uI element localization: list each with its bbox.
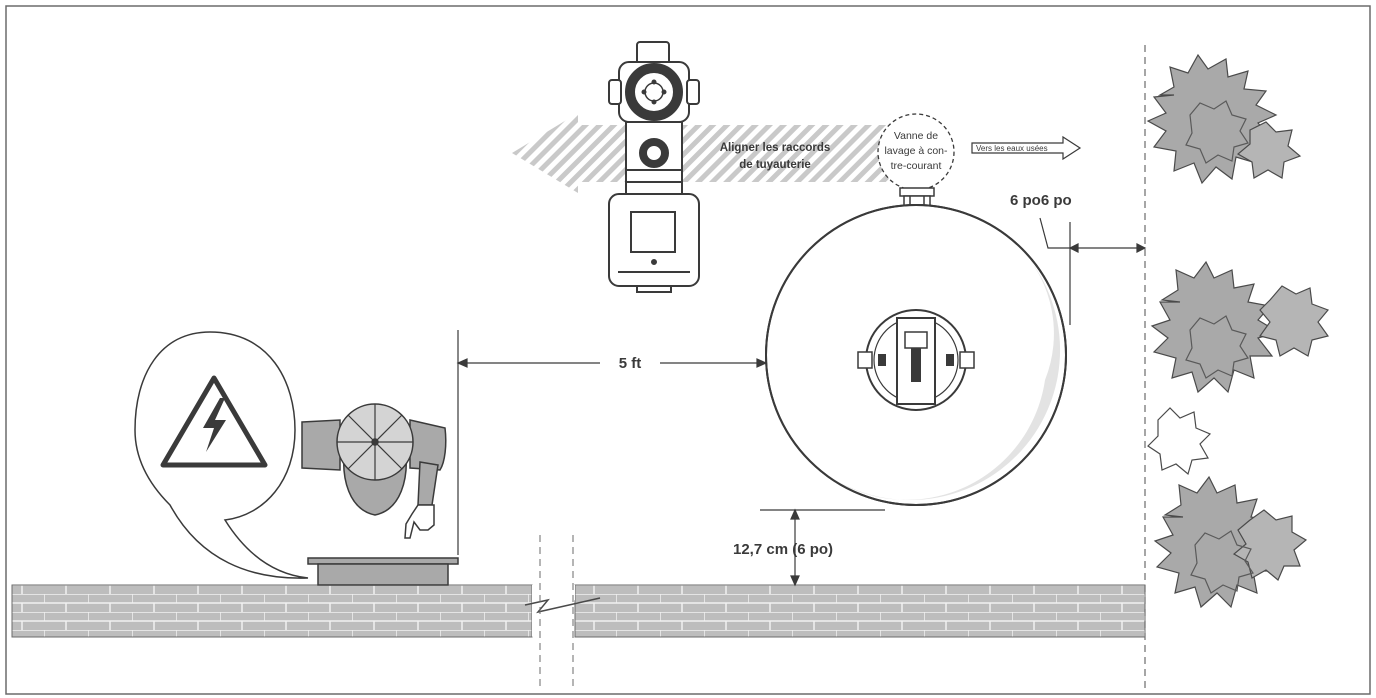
hazard-speech-bubble bbox=[134, 331, 309, 579]
brick-wall bbox=[11, 535, 1146, 690]
align-pipes-label-line1: Aligner les raccords bbox=[720, 142, 831, 154]
pointing-hand-icon bbox=[404, 504, 435, 539]
pipe-alignment-arrow bbox=[512, 113, 890, 193]
person-icon bbox=[301, 403, 447, 539]
outlet-distance-dimension bbox=[456, 330, 768, 555]
to-waste-arrow bbox=[971, 135, 1082, 161]
shrub-icon bbox=[1147, 260, 1330, 476]
wall-break-symbol bbox=[524, 597, 601, 614]
wall-clearance-label: 12,7 cm (6 po) bbox=[733, 541, 833, 558]
align-pipes-label-line2: de tuyauterie bbox=[739, 159, 811, 171]
shrub-icon bbox=[1146, 53, 1302, 185]
backwash-valve-label-line3: tre-courant bbox=[891, 160, 942, 172]
backwash-valve-label-line2: lavage à con- bbox=[884, 145, 948, 157]
diagram-frame bbox=[5, 5, 1371, 695]
fence-clearance-dimension bbox=[1039, 217, 1147, 325]
shrub-icon bbox=[1153, 475, 1308, 609]
to-waste-label: Vers les eaux usées bbox=[976, 144, 1048, 153]
filter-tank-icon bbox=[765, 204, 1067, 506]
outlet-box bbox=[307, 557, 459, 586]
outlet-distance-label: 5 ft bbox=[619, 355, 642, 372]
electrical-hazard-icon bbox=[160, 375, 268, 468]
pump-icon bbox=[608, 41, 700, 293]
fence-clearance-label: 6 po6 po bbox=[1010, 192, 1072, 209]
wall-clearance-dimension bbox=[760, 508, 885, 587]
backwash-valve-label-line1: Vanne de bbox=[894, 130, 938, 142]
